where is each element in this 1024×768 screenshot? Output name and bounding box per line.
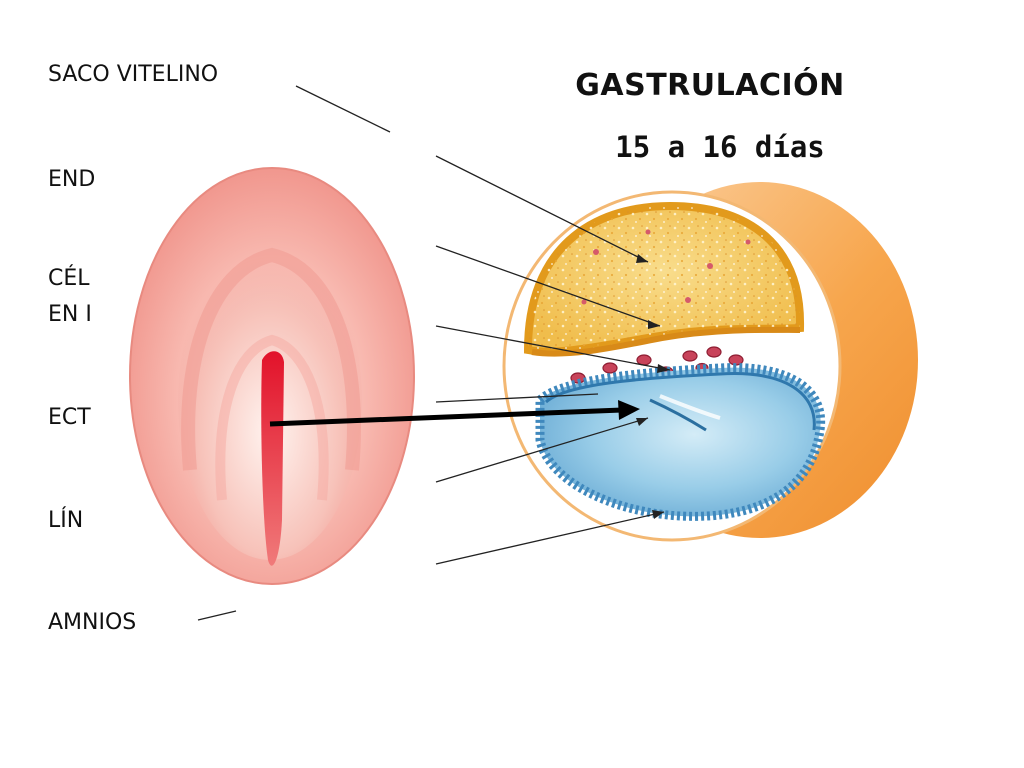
diagram-title: GASTRULACIÓN <box>575 68 845 103</box>
leader-lines <box>197 85 671 621</box>
leader-arrowheads <box>636 254 670 519</box>
bold-arrow-shaft <box>269 407 623 427</box>
diagram-subtitle: 15 a 16 días <box>615 130 825 164</box>
label-ectodermo: ECT <box>48 405 91 430</box>
ectoderm-layer <box>544 372 816 431</box>
amniotic-cavity <box>535 363 826 521</box>
yolk-texture <box>528 206 801 352</box>
leader-saco-vitelino-b <box>435 155 649 263</box>
label-celulas-line2: EN I <box>48 302 92 327</box>
endoderm-layer <box>531 326 801 357</box>
embryo-cross-section <box>502 182 918 542</box>
groove-highlight <box>659 394 721 420</box>
primitive-groove <box>649 398 707 432</box>
leader-linea <box>435 417 649 483</box>
leader-saco-vitelino-a <box>295 85 391 133</box>
embryonic-disc-dorsal-view <box>129 167 415 585</box>
primitive-streak <box>261 351 284 566</box>
leader-amnios-b <box>197 610 237 621</box>
bold-arrow-head <box>618 400 640 420</box>
leader-endodermo <box>435 245 661 327</box>
leader-celulas <box>435 325 671 371</box>
label-amnios: AMNIOS <box>48 610 137 635</box>
label-endodermo: END <box>48 167 96 192</box>
leader-amnios-a <box>435 511 665 565</box>
yolk-spots <box>581 229 751 305</box>
neural-fold <box>181 247 361 471</box>
label-linea: LÍN <box>48 508 84 533</box>
label-celulas-line1: CÉL <box>48 266 90 291</box>
label-saco-vitelino: SACO VITELINO <box>48 62 219 87</box>
leader-ectodermo <box>435 393 599 403</box>
inner-fold <box>215 334 329 501</box>
